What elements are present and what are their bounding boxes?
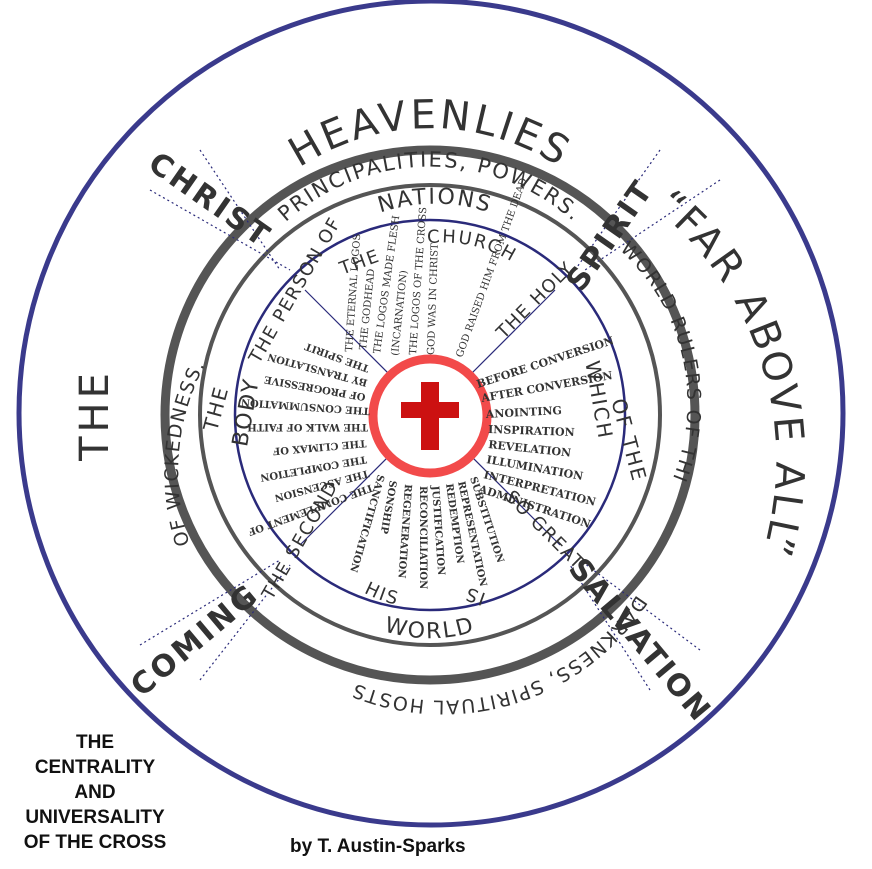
far-above-all-label: “FAR ABOVE ALL” bbox=[648, 181, 809, 563]
of-the-label: OF THE bbox=[606, 396, 651, 485]
nations-ring bbox=[198, 183, 662, 647]
spoke-text: RECONCILIATION bbox=[417, 486, 428, 589]
his-label: HIS bbox=[362, 578, 400, 610]
spoke-text: THE WALK OF FAITH bbox=[247, 421, 368, 432]
world-label: WORLD bbox=[382, 613, 475, 645]
spoke-text: INSPIRATION bbox=[488, 423, 575, 439]
middle-thick-ring bbox=[160, 145, 700, 685]
left-spokes: THE SPIRIT BY TRANSLATION OF PROGRESSIVE… bbox=[241, 340, 375, 537]
svg-text:HIS: HIS bbox=[362, 578, 402, 610]
spoke-text: JUSTIFICATION bbox=[429, 484, 446, 575]
svg-text:WORLD: WORLD bbox=[382, 613, 477, 645]
caption-line: OF THE CROSS bbox=[23, 832, 167, 853]
spoke-text: THE CLIMAX OF bbox=[273, 437, 367, 456]
caption-line: THE bbox=[76, 732, 114, 753]
body-label: BODY bbox=[228, 376, 265, 448]
the-holy-label: THE HOLY bbox=[492, 258, 578, 344]
svg-text:“FAR ABOVE ALL”: “FAR ABOVE ALL” bbox=[648, 181, 812, 563]
inner-ring-border bbox=[233, 218, 627, 612]
spoke-text: ANOINTING bbox=[484, 404, 562, 421]
diagram-caption: THE CENTRALITY AND UNIVERSALITY OF THE C… bbox=[0, 730, 190, 855]
caption-line: UNIVERSALITY bbox=[25, 807, 165, 828]
the-outer-label: THE bbox=[72, 369, 118, 462]
caption-line: CENTRALITY bbox=[34, 757, 156, 778]
the-left-label: THE bbox=[198, 383, 233, 435]
coming-divider-label: COMING bbox=[124, 577, 266, 704]
spoke-text: REGENERATION bbox=[395, 484, 413, 579]
outer-ring-border bbox=[16, 0, 846, 828]
divider-lines bbox=[139, 149, 721, 691]
cross-horizontal bbox=[401, 402, 459, 418]
spoke-text: GOD WAS IN CHRIST bbox=[426, 243, 441, 355]
author-credit: by T. Austin-Sparks bbox=[290, 836, 466, 857]
caption-line: AND bbox=[74, 782, 116, 803]
christ-divider-label: CHRIST bbox=[142, 146, 278, 256]
